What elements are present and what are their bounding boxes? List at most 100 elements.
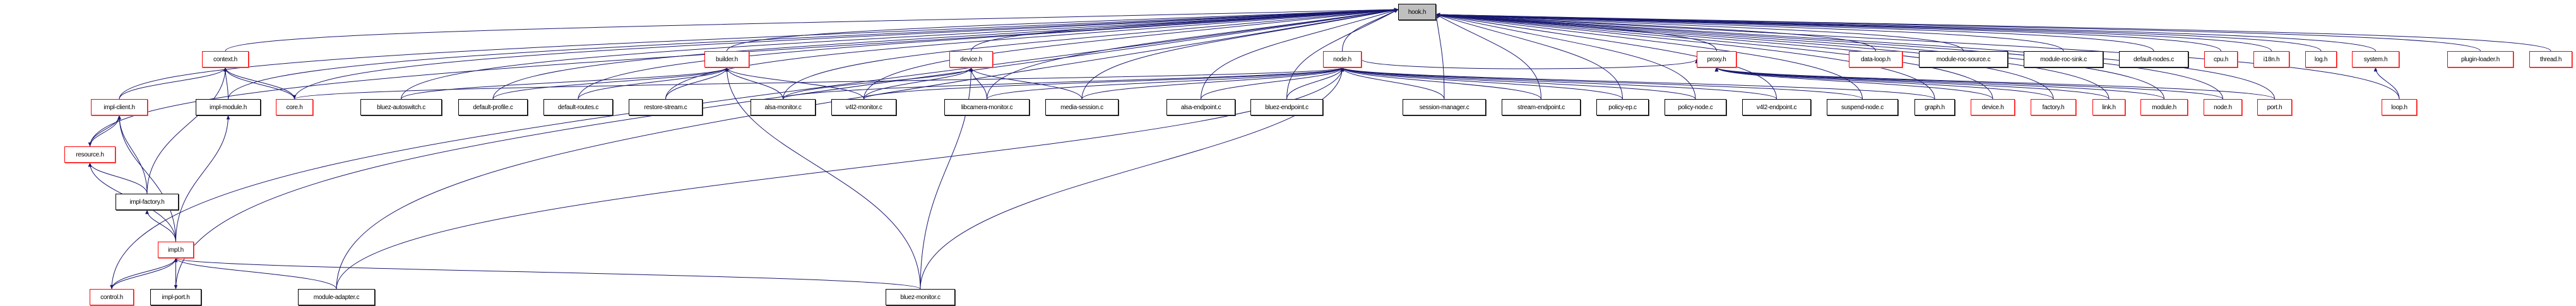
node-builder[interactable]: builder.h — [704, 51, 749, 68]
node-alsa-monitor[interactable]: alsa-monitor.c — [751, 99, 816, 115]
node-bluez-autoswitch[interactable]: bluez-autoswitch.c — [360, 99, 442, 115]
edge-restore-stream-to-hook — [665, 8, 1399, 100]
edge-impl-factory-to-impl-client — [117, 115, 148, 194]
node-node2[interactable]: node.h — [2204, 99, 2242, 115]
node-module-adapter[interactable]: module-adapter.c — [298, 289, 375, 305]
node-thread[interactable]: thread.h — [2529, 51, 2572, 68]
edge-impl-factory-to-context — [146, 67, 227, 194]
edge-data-loop-to-hook — [1435, 13, 1876, 52]
edge-plugin-loader-to-hook — [1435, 13, 2481, 52]
node-impl-client[interactable]: impl-client.h — [91, 99, 148, 115]
node-resource[interactable]: resource.h — [64, 146, 116, 163]
edge-builder-to-hook — [727, 8, 1399, 52]
node-port[interactable]: port.h — [2257, 99, 2292, 115]
node-cpu[interactable]: cpu.h — [2204, 51, 2238, 68]
edge-impl-to-impl-factory — [145, 209, 176, 242]
edge-module-adapter-to-impl — [174, 257, 337, 290]
edge-bluez-endpoint-to-node — [1286, 67, 1344, 100]
edge-alsa-monitor-to-device — [783, 67, 973, 100]
edge-suspend-node-to-hook — [1435, 13, 1863, 100]
edge-media-session-to-node — [1081, 67, 1344, 100]
edge-impl-factory-to-resource — [88, 162, 148, 194]
node-libcamera-monitor[interactable]: libcamera-monitor.c — [944, 99, 1030, 115]
edge-impl-port-to-hook — [175, 8, 1399, 290]
node-stream-endpoint[interactable]: stream-endpoint.c — [1502, 99, 1581, 115]
edge-restore-stream-to-builder — [665, 67, 729, 100]
edge-v4l2-monitor-to-device — [864, 67, 973, 100]
edge-stream-endpoint-to-node — [1340, 67, 1541, 100]
node-device2[interactable]: device.h — [1971, 99, 2015, 115]
node-restore-stream[interactable]: restore-stream.c — [629, 99, 703, 115]
edge-alsa-endpoint-to-node — [1201, 67, 1344, 100]
edge-policy-node-to-node — [1340, 67, 1696, 100]
edge-impl-client-to-hook — [119, 8, 1399, 100]
node-impl-module[interactable]: impl-module.h — [196, 99, 261, 115]
edge-alsa-endpoint-to-hook — [1201, 9, 1399, 100]
node-policy-ep[interactable]: policy-ep.c — [1596, 99, 1649, 115]
edge-module-adapter-to-hook — [336, 8, 1399, 290]
edge-log-to-hook — [1435, 13, 2322, 52]
node-node[interactable]: node.h — [1323, 51, 1362, 68]
edge-v4l2-monitor-to-builder — [725, 67, 864, 100]
node-hook[interactable]: hook.h — [1398, 4, 1436, 20]
node-loop[interactable]: loop.h — [2382, 99, 2417, 115]
node-control[interactable]: control.h — [90, 289, 134, 305]
node-data-loop[interactable]: data-loop.h — [1849, 51, 1902, 68]
edge-default-profile-to-builder — [492, 67, 729, 100]
node-proxy[interactable]: proxy.h — [1697, 51, 1736, 68]
node-core[interactable]: core.h — [276, 99, 313, 115]
node-module[interactable]: module.h — [2140, 99, 2188, 115]
node-roc-source[interactable]: module-roc-source.c — [1919, 51, 2008, 68]
edge-factory-to-proxy — [1714, 67, 2054, 100]
node-factory[interactable]: factory.h — [2031, 99, 2076, 115]
node-v4l2-monitor[interactable]: v4l2-monitor.c — [831, 99, 896, 115]
node-link[interactable]: link.h — [2092, 99, 2125, 115]
node-roc-sink[interactable]: module-roc-sink.c — [2024, 51, 2103, 68]
node-default-profile[interactable]: default-profile.c — [458, 99, 528, 115]
node-suspend-node[interactable]: suspend-node.c — [1827, 99, 1898, 115]
node-impl-port[interactable]: impl-port.h — [150, 289, 201, 305]
node-plugin-loader[interactable]: plugin-loader.h — [2447, 51, 2514, 68]
edge-roc-sink-to-hook — [1435, 13, 2064, 52]
node-policy-node[interactable]: policy-node.c — [1665, 99, 1726, 115]
edge-context-to-hook — [225, 8, 1399, 52]
node-i18n[interactable]: i18n.h — [2253, 51, 2289, 68]
edge-context-to-core — [225, 67, 297, 100]
edge-bluez-monitor-to-impl — [174, 257, 921, 290]
edge-impl-client-to-resource — [88, 115, 120, 147]
node-default-nodes[interactable]: default-nodes.c — [2119, 51, 2188, 68]
node-impl[interactable]: impl.h — [158, 242, 194, 258]
edge-node-to-hook — [1342, 9, 1399, 52]
node-impl-factory[interactable]: impl-factory.h — [116, 194, 179, 210]
edge-device2-to-proxy — [1714, 67, 1993, 100]
node-bluez-endpoint[interactable]: bluez-endpoint.c — [1250, 99, 1323, 115]
node-session-manager[interactable]: session-manager.c — [1403, 99, 1486, 115]
edge-roc-source-to-hook — [1435, 13, 1964, 52]
edge-cpu-to-hook — [1435, 13, 2221, 52]
edge-impl-to-impl-client — [117, 115, 176, 242]
node-graph[interactable]: graph.h — [1914, 99, 1955, 115]
edge-libcamera-monitor-to-node — [987, 67, 1344, 100]
edge-graph-to-node — [1340, 67, 1935, 100]
node-v4l2-endpoint[interactable]: v4l2-endpoint.c — [1742, 99, 1811, 115]
edge-media-session-to-device — [969, 67, 1083, 100]
node-bluez-monitor[interactable]: bluez-monitor.c — [886, 289, 955, 305]
edge-port-to-proxy — [1714, 67, 2275, 100]
edge-impl-to-impl-module — [175, 115, 230, 242]
edge-session-manager-to-hook — [1435, 14, 1445, 100]
edge-core-to-node — [294, 67, 1344, 100]
edge-module-to-proxy — [1714, 67, 2164, 100]
edge-alsa-monitor-to-node — [783, 67, 1344, 100]
node-alsa-endpoint[interactable]: alsa-endpoint.c — [1166, 99, 1235, 115]
node-media-session[interactable]: media-session.c — [1045, 99, 1119, 115]
node-device[interactable]: device.h — [949, 51, 993, 68]
node-context[interactable]: context.h — [202, 51, 249, 68]
node-default-routes[interactable]: default-routes.c — [543, 99, 613, 115]
edge-impl-client-to-context — [119, 67, 227, 100]
edge-link-to-proxy — [1714, 67, 2110, 100]
node-system[interactable]: system.h — [2352, 51, 2399, 68]
node-log[interactable]: log.h — [2305, 51, 2337, 68]
edge-default-nodes-to-hook — [1435, 13, 2154, 52]
